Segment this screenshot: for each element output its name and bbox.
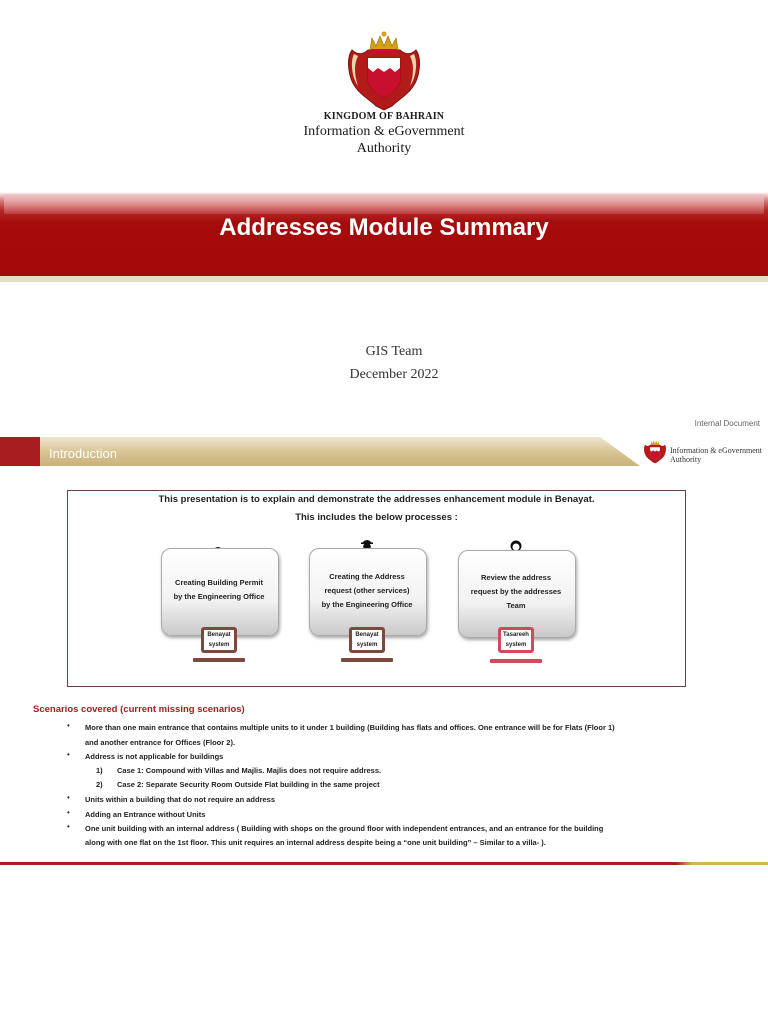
benayat-system-screen: Benayat system [349, 627, 385, 653]
sub-item-number: 1) [96, 766, 103, 775]
bullet-icon: • [67, 822, 70, 831]
process-line: Creating the Address [329, 572, 405, 581]
system-label: Tasareeh [503, 632, 529, 638]
scenario-sub-item: Case 1: Compound with Villas and Majlis.… [117, 766, 382, 775]
scenario-item: More than one main entrance that contain… [85, 723, 615, 732]
process-card-text: Creating Building Permit by the Engineer… [161, 576, 277, 604]
system-label: Benayat [355, 632, 379, 638]
process-line: Team [506, 601, 526, 610]
process-card-building-permit [161, 548, 279, 636]
process-line: Review the address [480, 573, 552, 582]
system-label: system [356, 642, 378, 648]
intro-text-line2: This includes the below processes : [295, 512, 458, 523]
org-kingdom-label: KINGDOM OF BAHRAIN [323, 111, 445, 122]
scenario-sub-item: Case 2: Separate Security Room Outside F… [117, 780, 380, 789]
slide-title: Addresses Module Summary [219, 214, 549, 241]
scenario-item: along with one flat on the 1st floor. Th… [85, 838, 546, 847]
system-label: Benayat [207, 632, 231, 638]
process-line: request by the addresses [470, 587, 562, 596]
footer-divider [0, 862, 768, 865]
org-name-line2: Authority [356, 141, 412, 156]
scenario-item: Units within a building that do not requ… [85, 795, 276, 804]
system-label: system [208, 642, 230, 648]
section-header-accent [0, 437, 40, 466]
org-name-line1: Information & eGovernment [303, 124, 465, 139]
sub-item-number: 2) [96, 780, 103, 789]
bullet-icon: • [67, 793, 70, 802]
bullet-icon: • [67, 808, 70, 817]
system-label: system [505, 642, 527, 648]
process-card-text: Creating the Address request (other serv… [309, 570, 425, 612]
process-line: by the Engineering Office [321, 600, 413, 609]
scenario-item: One unit building with an internal addre… [85, 824, 604, 833]
process-line: request (other services) [324, 586, 410, 595]
intro-text-line1: This presentation is to explain and demo… [158, 494, 595, 505]
process-line: by the Engineering Office [173, 592, 265, 601]
section-header-bar [0, 437, 640, 466]
logo-text-line2: Authority [670, 455, 702, 464]
process-card-review [458, 550, 576, 638]
scenarios-title: Scenarios covered (current missing scena… [33, 704, 245, 715]
process-card-text: Review the address request by the addres… [458, 571, 574, 613]
laptop-base [341, 658, 393, 662]
divider [0, 276, 768, 282]
laptop-base [490, 659, 542, 663]
tasareeh-system-screen: Tasareeh system [498, 627, 534, 653]
bullet-icon: • [67, 750, 70, 759]
scenario-item: Adding an Entrance without Units [85, 810, 206, 819]
bullet-icon: • [67, 721, 70, 730]
logo-text-line1: Information & eGovernment [670, 446, 762, 455]
team-label: GIS Team [365, 344, 423, 359]
authority-logo-icon [644, 440, 666, 464]
process-line: Creating Building Permit [175, 578, 263, 587]
benayat-system-screen: Benayat system [201, 627, 237, 653]
laptop-base [193, 658, 245, 662]
section-title: Introduction [49, 446, 117, 461]
title-band [0, 192, 768, 276]
authority-logo-text: Information & eGovernment Authority [670, 446, 762, 464]
scenario-item: Address is not applicable for buildings [85, 752, 224, 761]
process-card-address-request [309, 548, 427, 636]
internal-document-label: Internal Document [694, 419, 760, 428]
date-label: December 2022 [349, 367, 439, 382]
bahrain-emblem-icon [348, 31, 420, 111]
scenario-item: and another entrance for Offices (Floor … [85, 738, 236, 747]
